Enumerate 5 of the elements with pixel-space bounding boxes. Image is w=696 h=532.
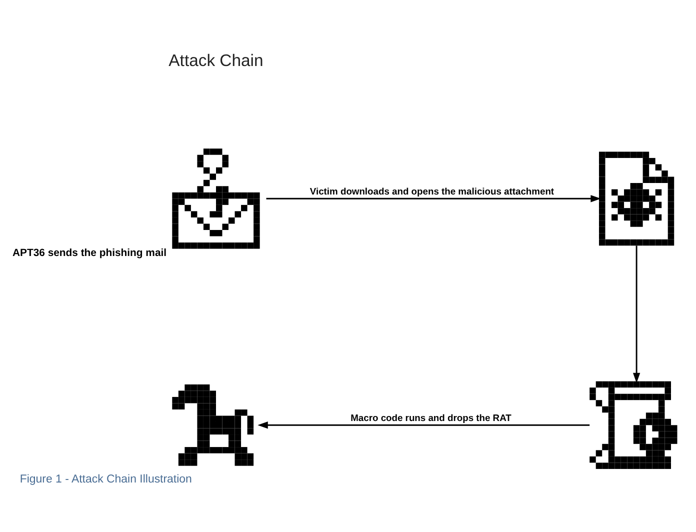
- caption: Figure 1 - Attack Chain Illustration: [20, 472, 192, 485]
- edge-label: Macro code runs and drops the RAT: [350, 412, 512, 423]
- diagram-title: Attack Chain: [168, 50, 264, 70]
- edge-label: Victim downloads and opens the malicious attachment: [310, 185, 554, 196]
- node-label: APT36 sends the phishing mail: [12, 248, 167, 259]
